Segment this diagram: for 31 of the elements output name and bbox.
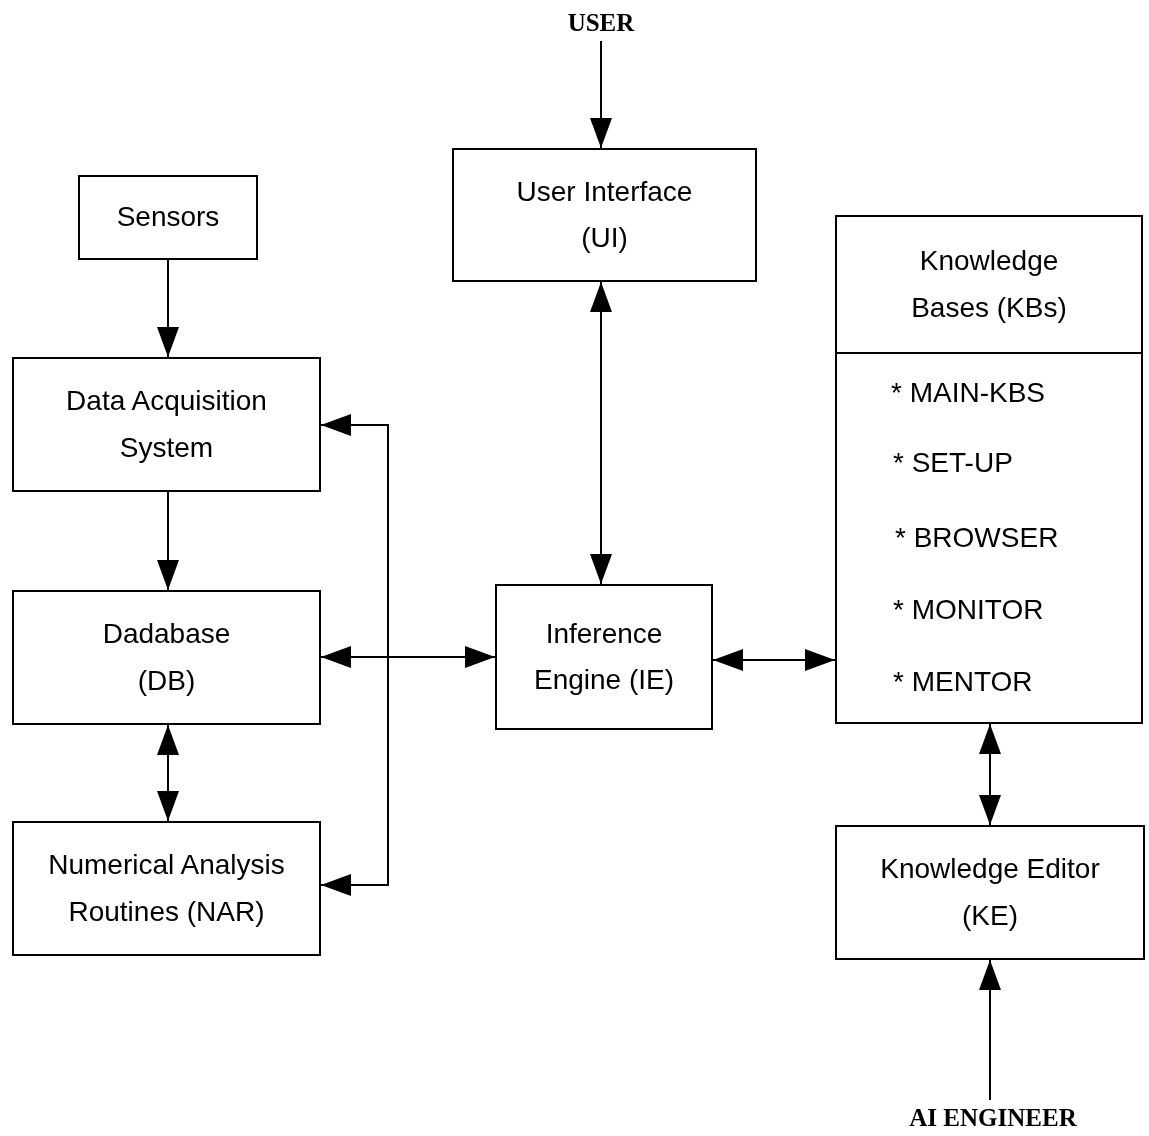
box-label: Dadabase (DB) <box>101 617 232 698</box>
process-box <box>12 357 321 492</box>
process-box <box>452 148 757 282</box>
process-box <box>835 215 1143 724</box>
arrow <box>979 723 1001 826</box>
box-label: Numerical Analysis Routines (NAR) <box>47 848 286 929</box>
list-item: * MENTOR <box>893 666 1033 698</box>
list-item: * MONITOR <box>893 594 1044 626</box>
box-label: User Interface (UI) <box>515 174 694 255</box>
arrow <box>590 40 612 149</box>
list-item: * SET-UP <box>893 447 1013 479</box>
process-box <box>12 821 321 956</box>
process-box <box>835 825 1145 960</box>
box-label: Inference Engine (IE) <box>532 616 676 697</box>
list-item: * BROWSER <box>895 522 1059 554</box>
actor-label: AI ENGINEER <box>862 1100 1124 1136</box>
box-label: Knowledge Editor (KE) <box>879 852 1101 933</box>
box-label: Sensors <box>115 200 221 235</box>
arrow <box>712 649 836 671</box>
arrow <box>979 959 1001 1101</box>
process-box <box>78 175 258 260</box>
list-item: * MAIN-KBS <box>891 377 1046 409</box>
arrow <box>157 259 179 358</box>
process-box <box>495 584 713 730</box>
box-heading: Knowledge Bases (KBs) <box>910 244 1068 325</box>
process-box <box>12 590 321 725</box>
arrow <box>157 491 179 591</box>
box-label: Data Acquisition System <box>65 384 268 465</box>
arrow <box>590 281 612 585</box>
arrow <box>157 724 179 822</box>
actor-label: USER <box>535 5 667 41</box>
